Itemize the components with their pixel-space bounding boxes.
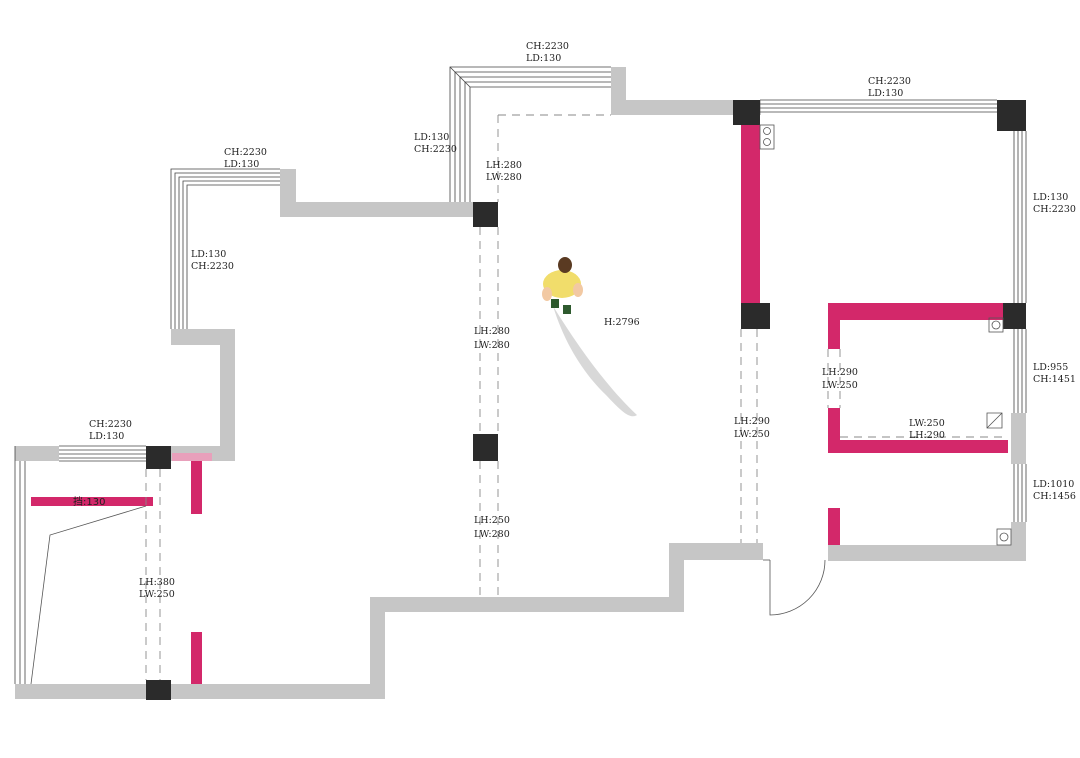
label-line: LW:250 [822,380,858,391]
label-line: LH:280 [474,326,510,337]
label-line: CH:1456 [1033,491,1076,502]
columns [146,100,1026,700]
label-line: LH:290 [822,367,858,378]
label-line: LH:380 [139,577,175,588]
label-line: CH:2230 [868,76,911,87]
label-line: LD:130 [868,88,903,99]
label-line: CH:2230 [1033,204,1076,215]
label-line: LH:280 [486,160,522,171]
windows [14,66,1027,684]
label-line: LW:250 [139,589,175,600]
partitions [31,125,1008,684]
label-line: LD:130 [89,431,124,442]
label-line: LW:280 [486,172,522,183]
beams [145,114,1008,680]
label-line: CH:2230 [526,41,569,52]
label-line: LD:130 [414,132,449,143]
label-line: CH:2230 [414,144,457,155]
label-line: LW:280 [474,340,510,351]
label-line: LD:130 [1033,192,1068,203]
label-line: LH:290 [734,416,770,427]
label-line: LD:1010 [1033,479,1074,490]
label-line: LD:130 [526,53,561,64]
ledge-label: 挡:130 [73,495,105,508]
label-line: LW:280 [474,529,510,540]
label-line: CH:2230 [191,261,234,272]
details [30,124,1012,685]
door-swing-icon [769,559,826,616]
ceiling-height-label: H:2796 [604,317,640,328]
person-figure-icon [542,257,637,417]
label-line: LH:250 [474,515,510,526]
label-line: LD:955 [1033,362,1068,373]
label-line: LH:290 [909,430,945,441]
label-line: CH:2230 [89,419,132,430]
label-line: LD:130 [191,249,226,260]
label-line: CH:1451 [1033,374,1076,385]
label-line: LW:250 [734,429,770,440]
label-line: LW:250 [909,418,945,429]
label-line: LD:130 [224,159,259,170]
label-line: CH:2230 [224,147,267,158]
